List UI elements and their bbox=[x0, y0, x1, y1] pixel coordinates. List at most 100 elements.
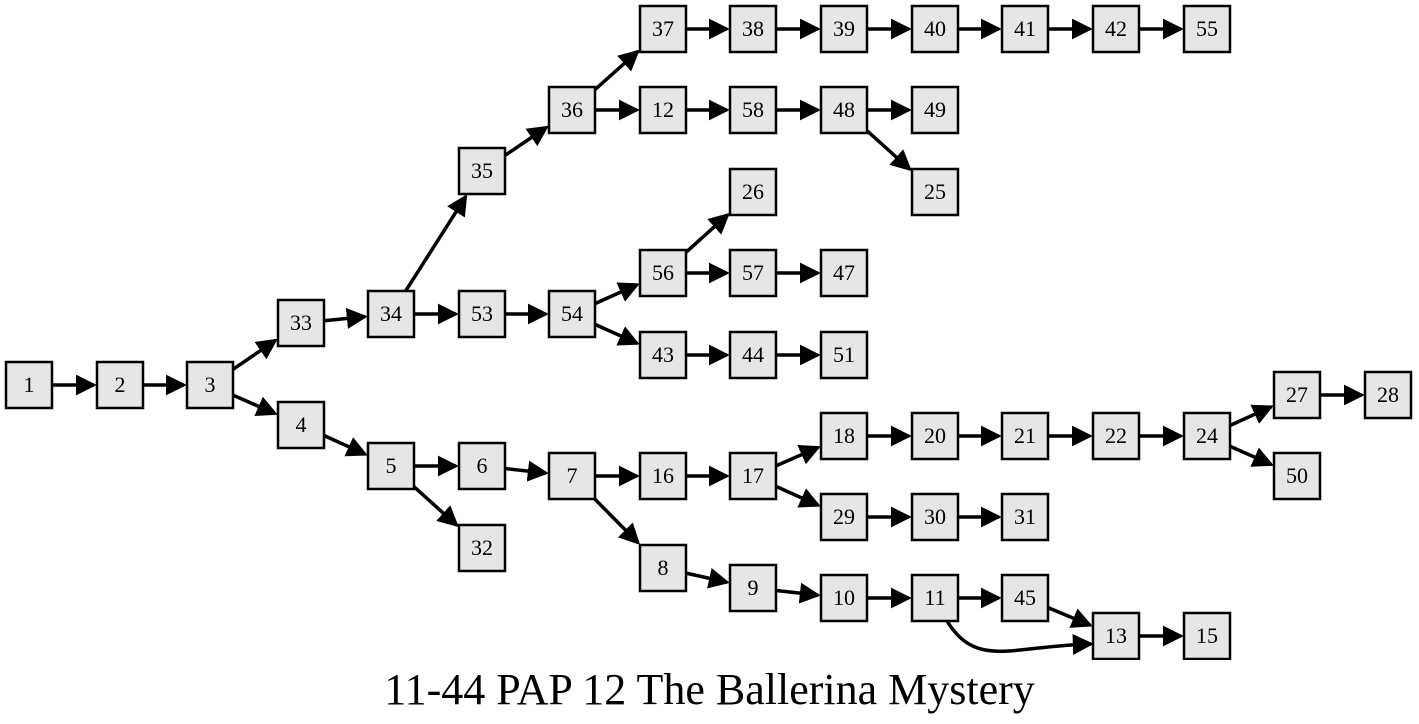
node-15: 15 bbox=[1182, 611, 1232, 660]
node-box bbox=[819, 573, 869, 623]
node-1: 1 bbox=[4, 360, 54, 410]
edge-17-18 bbox=[775, 445, 821, 468]
node-box bbox=[910, 573, 960, 623]
node-18: 18 bbox=[819, 411, 869, 461]
node-58: 58 bbox=[728, 85, 778, 135]
node-13: 13 bbox=[1091, 611, 1141, 660]
node-box bbox=[457, 441, 507, 491]
node-label: 34 bbox=[380, 301, 402, 326]
node-box bbox=[547, 85, 597, 135]
node-box bbox=[638, 85, 688, 135]
node-30: 30 bbox=[910, 492, 960, 542]
node-41: 41 bbox=[1000, 4, 1050, 54]
node-21: 21 bbox=[1000, 411, 1050, 461]
node-box bbox=[638, 4, 688, 54]
node-box bbox=[819, 248, 869, 298]
node-11: 11 bbox=[910, 573, 960, 623]
node-label: 25 bbox=[924, 179, 946, 204]
node-39: 39 bbox=[819, 4, 869, 54]
node-26: 26 bbox=[728, 167, 778, 217]
node-box bbox=[457, 523, 507, 573]
node-box bbox=[819, 411, 869, 461]
node-label: 4 bbox=[296, 412, 307, 437]
edge-56-26 bbox=[684, 212, 730, 254]
edge-33-34 bbox=[323, 307, 368, 329]
node-box bbox=[819, 85, 869, 135]
node-box bbox=[276, 400, 326, 450]
node-label: 50 bbox=[1286, 463, 1308, 488]
node-27: 27 bbox=[1272, 370, 1322, 420]
node-box bbox=[4, 360, 54, 410]
node-2: 2 bbox=[95, 360, 145, 410]
node-label: 13 bbox=[1105, 623, 1127, 648]
edge-6-7 bbox=[504, 460, 549, 482]
node-5: 5 bbox=[366, 441, 416, 491]
node-50: 50 bbox=[1272, 451, 1322, 501]
node-label: 11 bbox=[924, 585, 945, 610]
node-10: 10 bbox=[819, 573, 869, 623]
node-32: 32 bbox=[457, 523, 507, 573]
node-box bbox=[1091, 611, 1141, 660]
node-box bbox=[366, 289, 416, 339]
node-box bbox=[1000, 4, 1050, 54]
node-51: 51 bbox=[819, 330, 869, 380]
node-box bbox=[638, 451, 688, 501]
node-label: 5 bbox=[386, 453, 397, 478]
node-box bbox=[638, 330, 688, 380]
node-9: 9 bbox=[728, 563, 778, 613]
node-label: 38 bbox=[742, 16, 764, 41]
node-24: 24 bbox=[1182, 411, 1232, 461]
edge-7-8 bbox=[593, 497, 641, 545]
edge-24-50 bbox=[1229, 444, 1274, 467]
node-label: 40 bbox=[924, 16, 946, 41]
node-label: 7 bbox=[567, 463, 578, 488]
node-box bbox=[819, 4, 869, 54]
node-48: 48 bbox=[819, 85, 869, 135]
node-label: 43 bbox=[652, 342, 674, 367]
node-label: 54 bbox=[561, 301, 583, 326]
node-label: 39 bbox=[833, 16, 855, 41]
node-label: 10 bbox=[833, 585, 855, 610]
node-box bbox=[185, 360, 235, 410]
node-label: 9 bbox=[748, 575, 759, 600]
node-box bbox=[910, 411, 960, 461]
edges-layer bbox=[52, 18, 1365, 655]
edge-3-33 bbox=[232, 338, 278, 371]
node-label: 26 bbox=[742, 179, 764, 204]
node-box bbox=[1182, 611, 1232, 660]
node-box bbox=[910, 167, 960, 217]
node-33: 33 bbox=[276, 298, 326, 348]
node-45: 45 bbox=[1000, 573, 1050, 623]
node-label: 15 bbox=[1196, 623, 1218, 648]
node-box bbox=[1000, 411, 1050, 461]
node-box bbox=[457, 289, 507, 339]
node-box bbox=[638, 248, 688, 298]
node-17: 17 bbox=[728, 451, 778, 501]
node-box bbox=[728, 248, 778, 298]
node-box bbox=[728, 563, 778, 613]
node-label: 49 bbox=[924, 97, 946, 122]
node-box bbox=[728, 330, 778, 380]
node-box bbox=[728, 4, 778, 54]
node-box bbox=[638, 543, 688, 593]
node-box bbox=[547, 289, 597, 339]
edge-34-35 bbox=[404, 194, 468, 292]
node-box bbox=[728, 451, 778, 501]
node-label: 12 bbox=[652, 97, 674, 122]
node-29: 29 bbox=[819, 492, 869, 542]
edge-9-10 bbox=[775, 582, 821, 604]
node-43: 43 bbox=[638, 330, 688, 380]
node-8: 8 bbox=[638, 543, 688, 593]
node-label: 57 bbox=[742, 260, 764, 285]
node-box bbox=[547, 451, 597, 501]
node-label: 18 bbox=[833, 423, 855, 448]
node-42: 42 bbox=[1091, 4, 1141, 54]
node-label: 44 bbox=[742, 342, 764, 367]
node-label: 1 bbox=[24, 372, 35, 397]
edge-4-5 bbox=[323, 433, 368, 457]
edge-45-13 bbox=[1047, 605, 1093, 628]
node-label: 6 bbox=[477, 453, 488, 478]
node-53: 53 bbox=[457, 289, 507, 339]
node-label: 48 bbox=[833, 97, 855, 122]
